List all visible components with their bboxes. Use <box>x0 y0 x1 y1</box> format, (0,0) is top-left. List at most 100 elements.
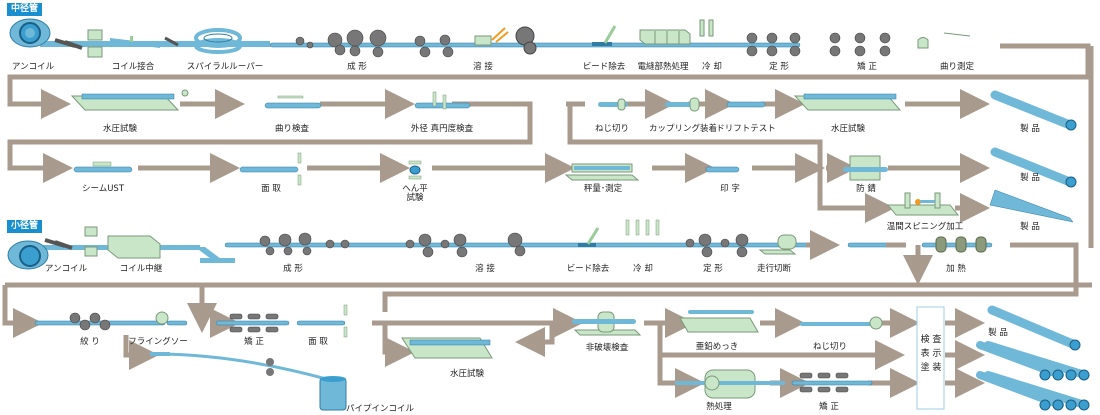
step-label: 矯 正 <box>244 337 264 347</box>
step-label: 曲り検査 <box>274 124 310 134</box>
sizing-rolls-icon <box>746 32 801 57</box>
small-diameter-badge: 小径管 <box>7 220 43 233</box>
step-label: 水圧試験 <box>449 369 485 379</box>
step-label: 冷 却 <box>633 264 653 274</box>
step-label: 加 熱 <box>946 264 966 274</box>
small-sizing-rolls-icon <box>685 233 749 258</box>
weighing-measuring-icon <box>564 163 640 181</box>
reducing-rolls-icon <box>69 312 111 331</box>
step-label: ドリフトテスト <box>716 124 776 134</box>
step-label: 検 査 <box>920 335 942 345</box>
step-label: 定 形 <box>769 62 789 72</box>
step-label: 塗 装 <box>920 363 942 373</box>
step-label: 製 品 <box>1020 222 1040 232</box>
step-label: コイル中継 <box>119 264 163 274</box>
step-label: 防 錆 <box>856 184 876 194</box>
drift-test-icon <box>726 101 766 108</box>
step-label: へん平 <box>402 184 428 194</box>
step-label: 製 品 <box>1020 124 1040 134</box>
small-straightening-rolls-icon <box>229 313 279 333</box>
step-label: 矯 正 <box>819 402 839 412</box>
hydrostatic-test-machine-icon <box>70 89 189 111</box>
step-label: 矯 正 <box>857 62 877 72</box>
step-label: 試験 <box>406 193 424 203</box>
straightening-rolls-icon <box>829 32 891 57</box>
flying-cutter-icon <box>758 234 797 255</box>
hydrostatic-test-machine-2-icon <box>793 93 902 111</box>
step-label: 成 形 <box>347 62 367 72</box>
inspection-box <box>916 306 945 410</box>
step-label: パイプインコイル <box>345 404 415 414</box>
small-uncoiler-icon <box>7 238 73 270</box>
step-label: 溶 接 <box>475 264 495 274</box>
step-label: 秤量･測定 <box>583 184 623 194</box>
marking-icon <box>705 166 740 173</box>
step-label: 亜鉛めっき <box>695 342 739 352</box>
step-label: 熱処理 <box>706 402 732 412</box>
step-label: コイル接合 <box>111 62 155 72</box>
bead-removal-icon <box>592 25 617 46</box>
step-label: 溶 接 <box>473 62 493 72</box>
small-cooling-icon <box>625 219 660 236</box>
step-label: 水圧試験 <box>102 124 138 134</box>
spiral-looper-icon <box>194 28 242 54</box>
coil-relay-icon <box>84 226 161 259</box>
galvanizing-icon <box>679 310 759 333</box>
step-label: アンコイル <box>44 264 88 274</box>
step-label: 定 形 <box>703 264 723 274</box>
step-label: 非破壊検査 <box>585 343 629 353</box>
seam-ust-icon <box>73 161 133 173</box>
coil-joint-icon <box>87 29 179 58</box>
bend-inspection-icon <box>264 95 322 109</box>
warm-spinning-icon <box>886 192 960 216</box>
cooling-icon <box>699 19 714 37</box>
end-facing-icon <box>239 152 302 186</box>
small-end-facing-icon <box>343 304 348 338</box>
small-threading-icon <box>800 316 883 330</box>
step-label: 走行切断 <box>756 264 792 274</box>
small-forming-rolls-icon <box>259 232 526 258</box>
step-label: アンコイル <box>11 62 55 72</box>
step-label: カップリング装着 <box>648 124 718 134</box>
step-label: 成 形 <box>283 264 303 274</box>
step-label: 冷 却 <box>702 62 722 72</box>
step-label: 印 字 <box>720 184 740 194</box>
step-label: 製 品 <box>1020 173 1040 183</box>
step-label: 水圧試験 <box>830 124 866 134</box>
small-straightening-2-icon <box>791 372 873 393</box>
step-label: 表 示 <box>920 349 942 359</box>
pipe-in-coil-icon <box>150 352 347 411</box>
step-label: 面 取 <box>261 184 281 194</box>
small-hydrostatic-test-machine-icon <box>401 337 493 359</box>
step-label: シームUST <box>81 184 125 194</box>
ndt-inspection-icon <box>572 311 642 336</box>
step-label: 製 品 <box>988 328 1008 338</box>
product-pipe-icon <box>989 90 1077 223</box>
step-label: 面 取 <box>308 337 328 347</box>
step-label: スパイラルルーパー <box>186 62 264 72</box>
step-label: フライングソー <box>128 337 188 347</box>
bend-measurement-icon <box>917 32 971 49</box>
flow-line <box>7 43 1094 248</box>
medium-diameter-badge: 中径管 <box>7 3 43 16</box>
welding-icon <box>474 26 537 55</box>
step-label: 曲り測定 <box>939 62 975 72</box>
forming-rolls-icon <box>295 29 454 58</box>
inspection-box-label: 検 査 表 示 塗 装 <box>914 333 948 375</box>
step-label: ねじ切り <box>812 342 848 352</box>
step-label: 絞 り <box>80 337 100 347</box>
small-row2-line <box>34 320 346 326</box>
small-product-pipes-icon <box>976 305 1090 411</box>
heating-icon <box>935 236 987 253</box>
uncoiler-icon <box>9 18 83 50</box>
step-label: ビード除去 <box>566 264 610 274</box>
small-bead-removal-icon <box>578 227 600 247</box>
seam-heat-treatment-icon <box>639 29 691 45</box>
od-roundness-inspection-icon <box>414 91 471 110</box>
small-flow-line <box>2 230 1092 398</box>
heat-treatment-icon <box>675 369 785 399</box>
flying-saw-icon <box>155 311 169 325</box>
step-label: 外径 真円度検査 <box>410 124 474 134</box>
flattening-test-icon <box>408 160 422 180</box>
